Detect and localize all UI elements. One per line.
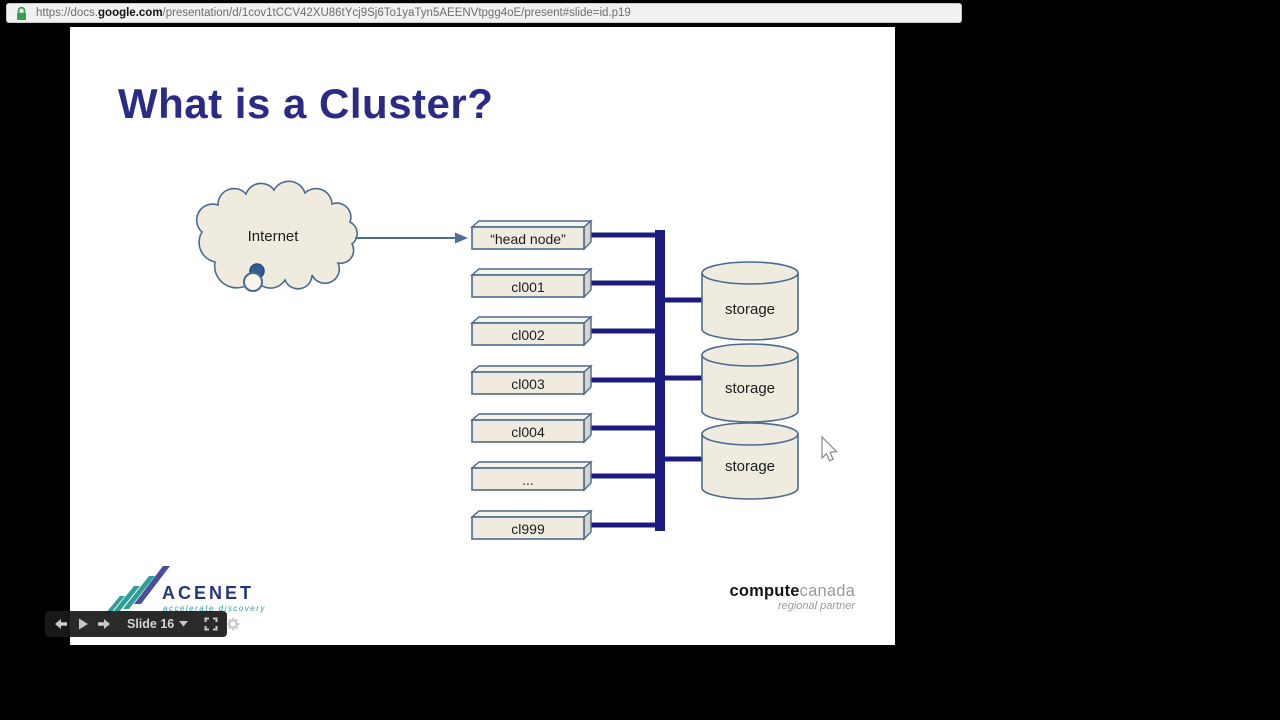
compute-canada-bold: compute: [729, 582, 800, 600]
node-bus-links: [589, 232, 662, 528]
url-domain: google.com: [98, 7, 163, 19]
node-box-cl999: [470, 509, 593, 541]
presenter-toolbar: Slide 16: [45, 611, 240, 637]
node-box-cl001: [470, 267, 593, 299]
node-box-cl002: [470, 315, 593, 347]
acenet-tagline: accelerate discovery: [163, 604, 266, 613]
slide-selector-dropdown[interactable]: Slide 16: [127, 617, 189, 631]
fullscreen-button[interactable]: [204, 617, 218, 631]
node-box-cl003: [470, 364, 593, 396]
interconnect-bus: [655, 230, 665, 531]
mouse-cursor: [821, 435, 838, 462]
cl003-label: cl003: [511, 376, 545, 392]
storage-label-2: storage: [724, 380, 776, 397]
compute-canada-tagline: regional partner: [777, 600, 855, 612]
chevron-down-icon: [179, 621, 189, 627]
previous-slide-button[interactable]: [54, 617, 68, 631]
storage-label-1: storage: [724, 301, 776, 318]
acenet-logo-stripes: [105, 566, 170, 614]
fullscreen-icon: [204, 617, 218, 631]
cl002-label: cl002: [511, 327, 545, 343]
lock-icon[interactable]: [15, 6, 28, 21]
compute-canada-light: canada: [799, 582, 855, 600]
internet-label: Internet: [247, 228, 299, 245]
slide-number-label: Slide 16: [127, 617, 175, 631]
acenet-logo-text: ACENET: [162, 583, 255, 603]
play-button[interactable]: [76, 617, 89, 631]
slide-title: What is a Cluster?: [118, 80, 494, 127]
url-text[interactable]: https://docs.google.com/presentation/d/1…: [36, 7, 631, 19]
cl001-label: cl001: [511, 279, 545, 295]
ellipsis-label: ...: [522, 472, 534, 488]
compute-canada-logo: computecanada regional partner: [690, 582, 856, 612]
settings-button[interactable]: [226, 617, 240, 631]
cluster-diagram: [105, 180, 838, 614]
next-slide-button[interactable]: [97, 617, 111, 631]
cl999-label: cl999: [511, 521, 545, 537]
play-icon: [79, 618, 88, 630]
storage-cylinder-1: [701, 261, 799, 341]
storage-label-3: storage: [724, 458, 776, 475]
headnode-label: “head node”: [490, 231, 566, 247]
arrow-left-icon: [55, 619, 67, 629]
address-bar[interactable]: https://docs.google.com/presentation/d/1…: [6, 3, 962, 23]
node-box-ellipsis: [470, 460, 593, 492]
presentation-slide: What is a Cluster?: [70, 27, 895, 645]
url-path: /presentation/d/1cov1tCCV42XU86tYcj9Sj6T…: [162, 7, 631, 19]
node-box-cl004: [470, 412, 593, 444]
storage-cylinder-2: [701, 343, 799, 423]
storage-cylinder-3: [701, 422, 799, 500]
cl004-label: cl004: [511, 424, 545, 440]
url-prefix: https://docs.: [36, 7, 99, 19]
node-box-headnode: [470, 219, 593, 251]
internet-to-headnode-arrow: [355, 232, 468, 244]
gear-icon: [227, 617, 240, 631]
cloud-dot-outline: [243, 272, 263, 292]
arrow-right-icon: [98, 619, 110, 629]
